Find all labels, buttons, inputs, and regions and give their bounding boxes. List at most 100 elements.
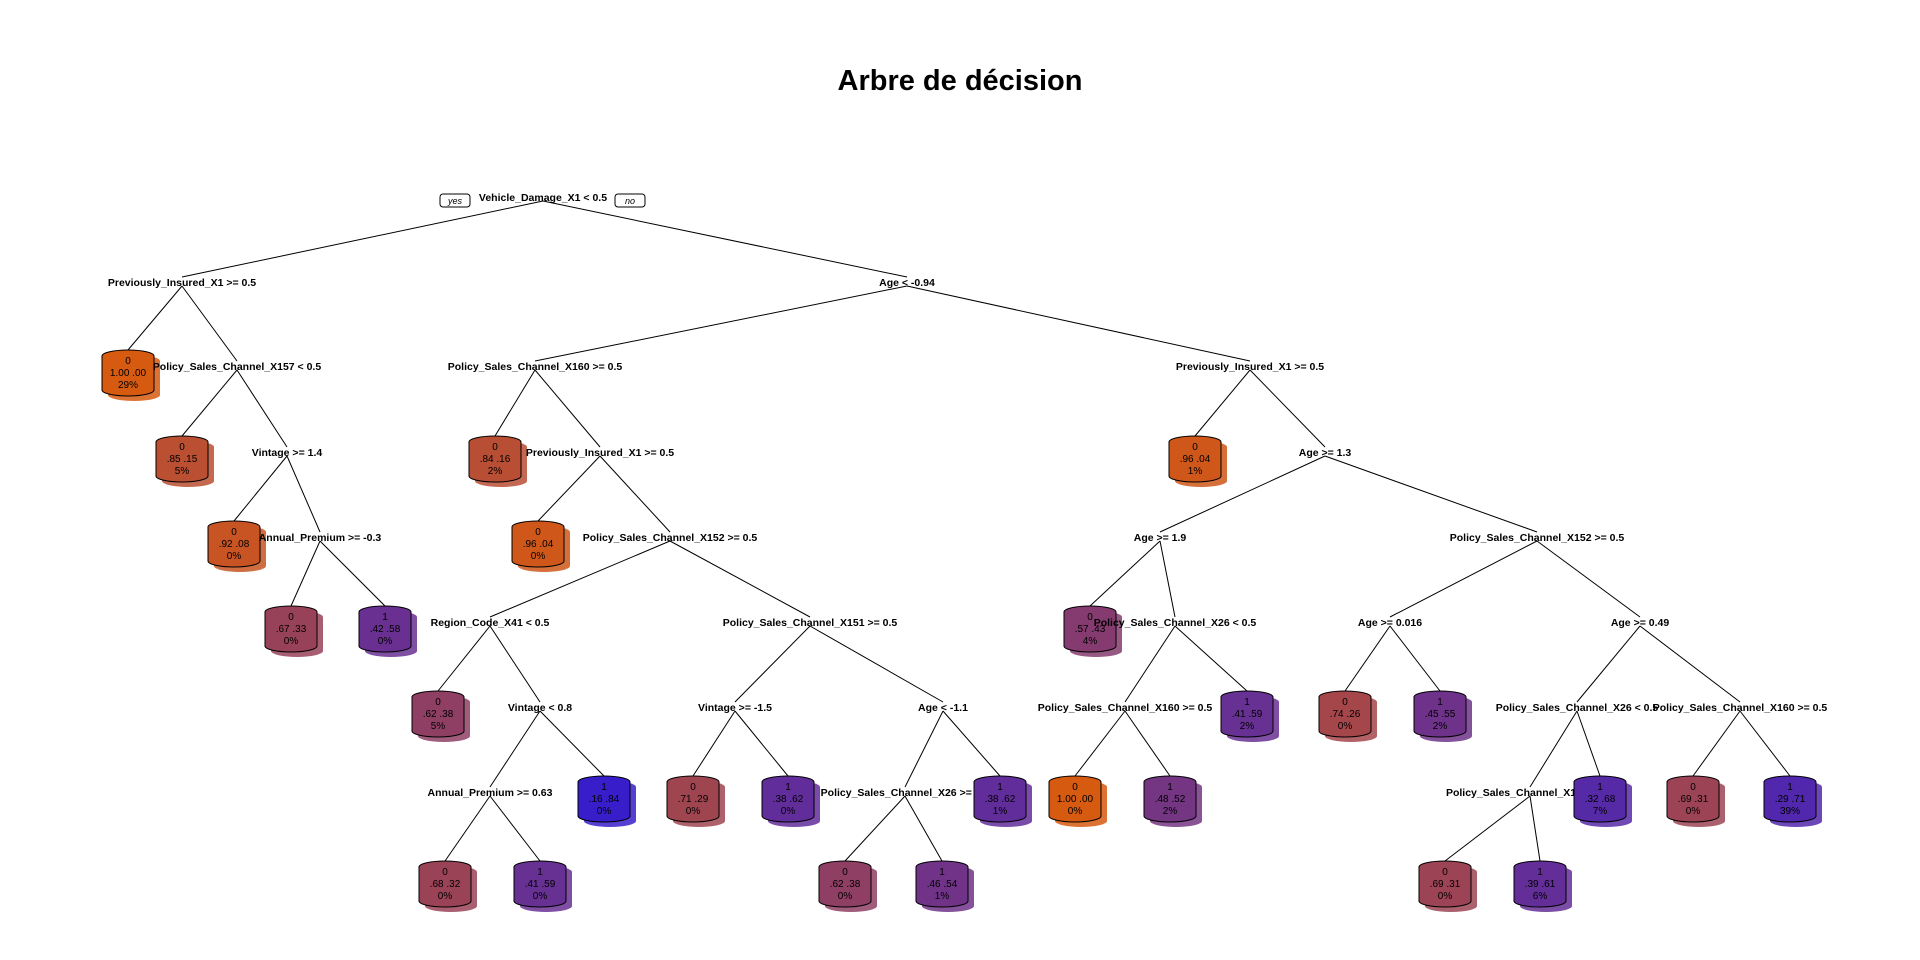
tree-edge xyxy=(1576,710,1601,777)
leaf-node: 0.69 .310% xyxy=(1418,860,1477,912)
yes-tag: yes xyxy=(447,196,463,206)
tree-edge xyxy=(1389,540,1538,618)
leaf-percent: 0% xyxy=(438,891,453,902)
tree-edge xyxy=(1074,710,1126,777)
leaf-node: 0.62 .385% xyxy=(411,690,470,742)
leaf-box xyxy=(1763,775,1817,823)
leaf-class: 0 xyxy=(1690,782,1696,793)
leaf-class: 1 xyxy=(1167,782,1173,793)
leaf-percent: 0% xyxy=(227,551,242,562)
tree-edge xyxy=(942,710,1001,777)
split-rule: Vintage < 0.8 xyxy=(508,702,572,714)
tree-edge xyxy=(1324,455,1538,533)
leaf-node: 0.69 .310% xyxy=(1666,775,1725,827)
split-rule: Annual_Premium >= -0.3 xyxy=(259,532,382,544)
tree-edge xyxy=(1444,795,1531,862)
split-rule: Previously_Insured_X1 >= 0.5 xyxy=(1176,361,1324,373)
leaf-node: 1.32 .687% xyxy=(1573,775,1632,827)
leaf-percent: 0% xyxy=(1338,721,1353,732)
split-rule: Policy_Sales_Channel_X160 >= 0.5 xyxy=(448,361,623,373)
leaf-percent: 2% xyxy=(1433,721,1448,732)
split-rule: Annual_Premium >= 0.63 xyxy=(428,787,553,799)
leaf-class: 0 xyxy=(435,697,441,708)
tree-edge xyxy=(489,710,541,788)
leaf-class: 0 xyxy=(1192,442,1198,453)
leaf-class: 1 xyxy=(1437,697,1443,708)
leaf-probabilities: .41 .59 xyxy=(525,879,556,890)
yes-tag-box xyxy=(439,193,471,208)
split-rule: Age < -1.1 xyxy=(918,702,968,714)
split-rule: Policy_Sales_Channel_X152 >= 0.5 xyxy=(1450,532,1625,544)
leaf-probabilities: .96 .04 xyxy=(1180,454,1211,465)
leaf-percent: 2% xyxy=(1163,806,1178,817)
tree-edge xyxy=(809,625,944,703)
leaf-node: 01.00 .000% xyxy=(1048,775,1107,827)
leaf-node: 0.67 .330% xyxy=(264,605,323,657)
leaf-box xyxy=(1418,860,1472,908)
tree-edge xyxy=(1639,625,1741,703)
leaf-percent: 5% xyxy=(175,466,190,477)
leaf-probabilities: .68 .32 xyxy=(430,879,461,890)
split-rule: Previously_Insured_X1 >= 0.5 xyxy=(526,447,674,459)
tree-edge xyxy=(1159,455,1326,533)
tree-edge xyxy=(537,455,601,522)
leaf-probabilities: .69 .31 xyxy=(1430,879,1461,890)
leaf-box xyxy=(1573,775,1627,823)
tree-edge xyxy=(1124,710,1171,777)
tree-edge xyxy=(127,285,183,351)
leaf-probabilities: .38 .62 xyxy=(985,794,1016,805)
tree-edge xyxy=(286,455,321,533)
leaf-class: 0 xyxy=(1072,782,1078,793)
leaf-box xyxy=(207,520,261,568)
split-rule: Policy_Sales_Channel_X160 >= 0.5 xyxy=(1038,702,1213,714)
split-rule: Policy_Sales_Channel_X11 >= 0.5 xyxy=(1446,787,1614,799)
leaf-node: 0.71 .290% xyxy=(666,775,725,827)
leaf-class: 0 xyxy=(1342,697,1348,708)
leaf-box xyxy=(411,690,465,738)
leaf-class: 1 xyxy=(601,782,607,793)
tree-edge xyxy=(1249,369,1326,448)
leaf-probabilities: .45 .55 xyxy=(1425,709,1456,720)
leaf-node: 0.57 .434% xyxy=(1063,605,1122,657)
leaf-class: 1 xyxy=(1597,782,1603,793)
leaf-node: 1.46 .541% xyxy=(915,860,974,912)
leaf-percent: 7% xyxy=(1593,806,1608,817)
leaf-probabilities: .29 .71 xyxy=(1775,794,1806,805)
leaf-node: 1.41 .590% xyxy=(513,860,572,912)
leaf-node: 0.62 .380% xyxy=(818,860,877,912)
tree-nodes: Vehicle_Damage_X1 < 0.5Previously_Insure… xyxy=(101,192,1827,912)
leaf-probabilities: .62 .38 xyxy=(423,709,454,720)
split-rule: Policy_Sales_Channel_X157 < 0.5 xyxy=(153,361,322,373)
leaf-box xyxy=(101,349,155,397)
leaf-node: 1.38 .620% xyxy=(761,775,820,827)
leaf-node: 1.45 .552% xyxy=(1413,690,1472,742)
leaf-class: 0 xyxy=(842,867,848,878)
tree-edge xyxy=(181,369,238,437)
tree-edge xyxy=(1344,625,1391,692)
leaf-box xyxy=(1048,775,1102,823)
leaf-probabilities: .41 .59 xyxy=(1232,709,1263,720)
tree-edge xyxy=(233,455,288,522)
tree-edge xyxy=(319,540,386,607)
leaf-node: 0.84 .162% xyxy=(468,435,527,487)
no-tag-box xyxy=(614,193,646,208)
tree-edge xyxy=(290,540,321,607)
leaf-box xyxy=(761,775,815,823)
leaf-box xyxy=(1666,775,1720,823)
leaf-node: 0.85 .155% xyxy=(155,435,214,487)
tree-edge xyxy=(1124,625,1176,703)
leaf-box xyxy=(915,860,969,908)
leaf-percent: 0% xyxy=(686,806,701,817)
leaf-node: 1.38 .621% xyxy=(973,775,1032,827)
leaf-probabilities: .42 .58 xyxy=(370,624,401,635)
tree-edge xyxy=(734,625,811,703)
tree-edge xyxy=(1194,369,1251,437)
tree-edge xyxy=(489,540,671,618)
tree-edge xyxy=(692,710,736,777)
leaf-percent: 6% xyxy=(1533,891,1548,902)
leaf-class: 0 xyxy=(231,527,237,538)
leaf-box xyxy=(666,775,720,823)
tree-edge xyxy=(489,795,541,862)
